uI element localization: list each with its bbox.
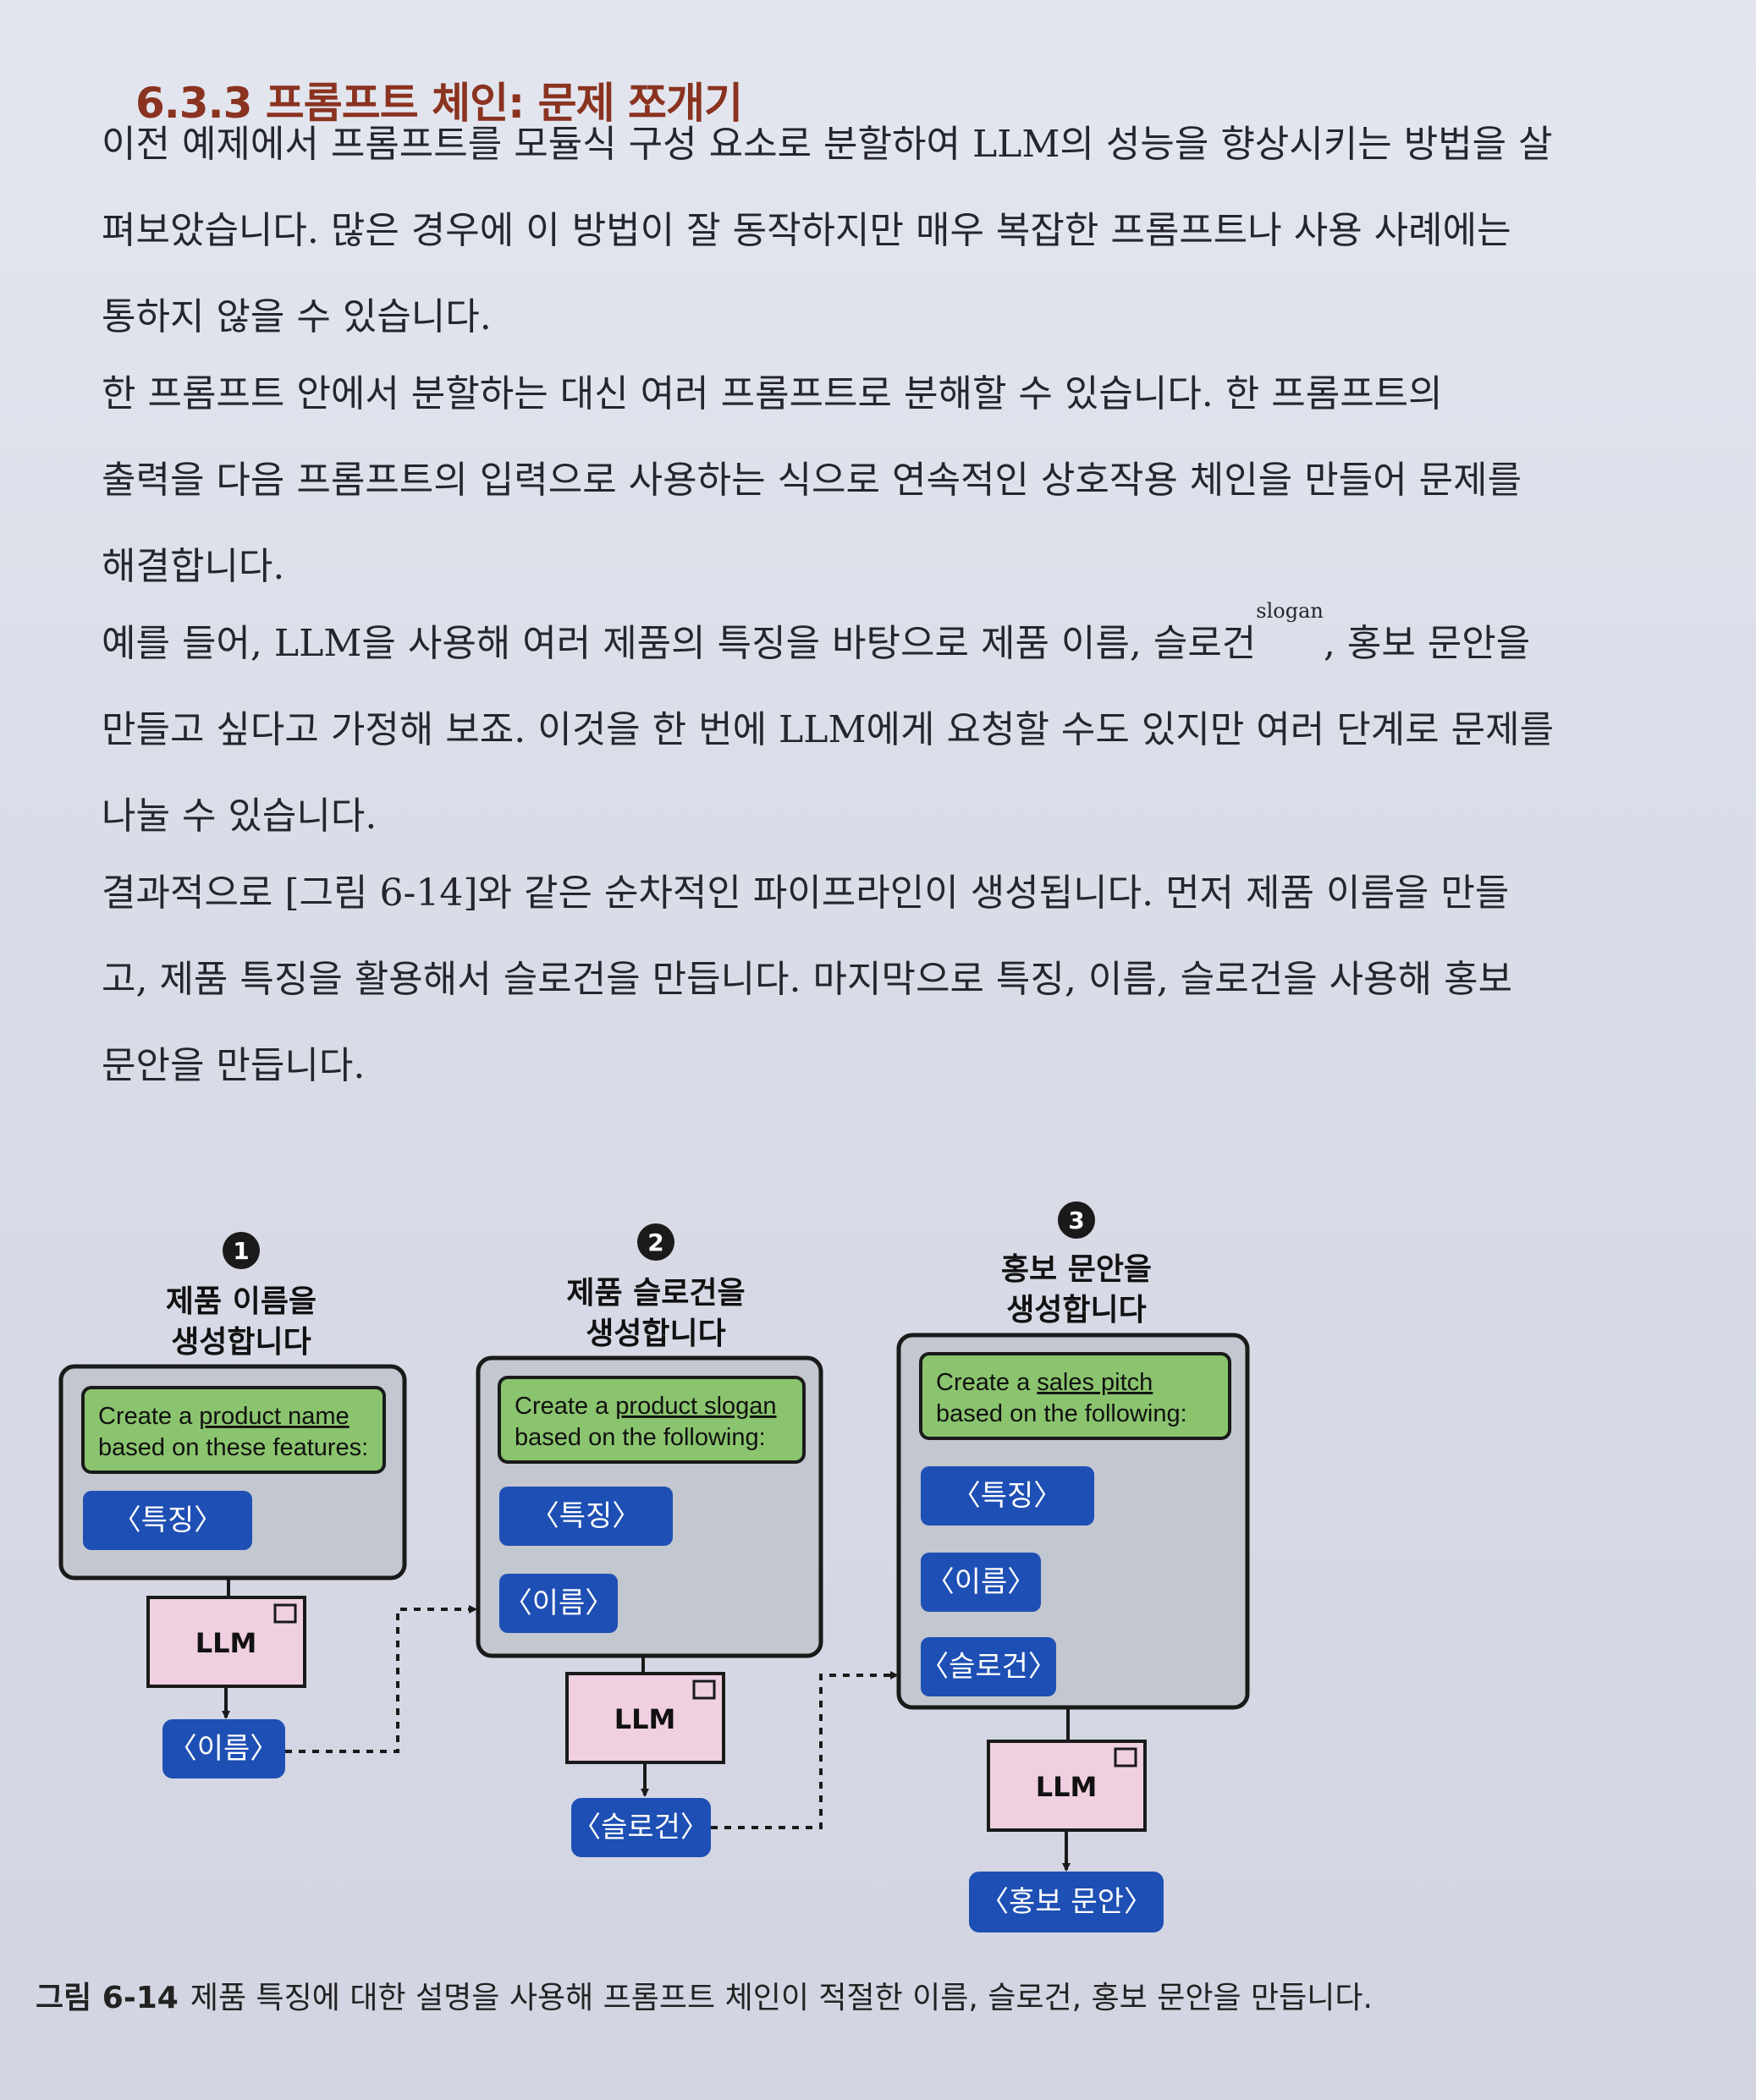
- prompt-prefix: Create a: [515, 1393, 615, 1420]
- chain-arrow-1-to-2: [285, 1605, 477, 1753]
- superscript-term: slogan: [1256, 599, 1324, 623]
- prompt-instruction: [498, 1376, 806, 1464]
- llm-corner-icon: [692, 1679, 716, 1700]
- paragraph-line: 통하지 않을 수 있습니다.: [102, 295, 492, 338]
- llm-label: LLM: [1036, 1771, 1098, 1803]
- prompt-emphasis: product slogan: [615, 1393, 776, 1420]
- step-badge-3: [1058, 1201, 1095, 1239]
- output-chip: [162, 1719, 285, 1778]
- step-number: 2: [647, 1229, 663, 1256]
- output-chip: [571, 1798, 711, 1857]
- input-chip: [499, 1574, 618, 1633]
- paragraph-line: 펴보았습니다. 많은 경우에 이 방법이 잘 동작하지만 매우 복잡한 프롬프트…: [102, 209, 1511, 252]
- prompt-text-line2: based on the following:: [515, 1424, 766, 1451]
- step-1: 1 제품 이름을 생성합니다 Create a product name bas…: [58, 1232, 407, 1778]
- input-chip-label: 〈이름〉: [504, 1586, 614, 1620]
- prompt-text: Create a product name: [98, 1403, 350, 1430]
- section-heading: 6.3.3 프롬프트 체인: 문제 쪼개기: [135, 79, 743, 128]
- step-title: 제품 이름을: [166, 1284, 317, 1319]
- figure-caption-text: 제품 특징에 대한 설명을 사용해 프롬프트 체인이 적절한 이름, 슬로건, …: [190, 1981, 1373, 2015]
- input-chip: [83, 1491, 252, 1550]
- paragraph-line: 이전 예제에서 프롬프트를 모듈식 구성 요소로 분할하여 LLM의 성능을 향…: [102, 123, 1553, 166]
- input-chip: [921, 1466, 1094, 1526]
- paragraph-line: 나눌 수 있습니다.: [102, 794, 377, 838]
- paragraph-2: 한 프롬프트 안에서 분할하는 대신 여러 프롬프트로 분해할 수 있습니다. …: [102, 351, 1718, 610]
- chain-arrow-2-to-3: [711, 1671, 899, 1829]
- paragraph-line: 예를 들어, LLM을 사용해 여러 제품의 특징을 바탕으로 제품 이름, 슬…: [102, 601, 1718, 687]
- step-2: 2 제품 슬로건을 생성합니다 Create a product slogan …: [476, 1223, 823, 1857]
- step-title: 제품 슬로건을: [566, 1276, 745, 1311]
- step-title: 홍보 문안을: [1001, 1252, 1152, 1287]
- llm-label: LLM: [195, 1627, 257, 1659]
- paragraph-text: , 홍보 문안을: [1323, 622, 1531, 665]
- paragraph-line: 문안을 만듭니다.: [102, 1044, 366, 1087]
- step-badge-1: [223, 1232, 260, 1269]
- prompt-chain-diagram: 1 제품 이름을 생성합니다 Create a product name bas…: [58, 1201, 1250, 1932]
- paragraph-line: 출력을 다음 프롬프트의 입력으로 사용하는 식으로 연속적인 상호작용 체인을…: [102, 459, 1522, 502]
- step-number: 3: [1068, 1207, 1084, 1234]
- llm-corner-icon: [1114, 1747, 1137, 1767]
- prompt-text-line2: based on these features:: [98, 1434, 368, 1461]
- paragraph-3: 예를 들어, LLM을 사용해 여러 제품의 특징을 바탕으로 제품 이름, 슬…: [102, 601, 1718, 860]
- step-3: 3 홍보 문안을 생성합니다 Create a sales pitch base…: [896, 1201, 1250, 1932]
- prompt-instruction: [919, 1352, 1231, 1440]
- paragraph-text: 예를 들어, LLM을 사용해 여러 제품의 특징을 바탕으로 제품 이름, 슬…: [102, 622, 1257, 665]
- input-chip: [499, 1487, 673, 1546]
- prompt-emphasis: sales pitch: [1037, 1369, 1153, 1396]
- paragraph-line: 한 프롬프트 안에서 분할하는 대신 여러 프롬프트로 분해할 수 있습니다. …: [102, 372, 1443, 415]
- paragraph-line: 만들고 싶다고 가정해 보죠. 이것을 한 번에 LLM에게 요청할 수도 있지…: [102, 708, 1555, 751]
- paragraph-1: 이전 예제에서 프롬프트를 모듈식 구성 요소로 분할하여 LLM의 성능을 향…: [102, 102, 1718, 360]
- output-chip-label: 〈이름〉: [168, 1732, 279, 1766]
- llm-label: LLM: [614, 1703, 676, 1735]
- step-title: 생성합니다: [171, 1325, 311, 1360]
- output-chip: [969, 1872, 1164, 1932]
- output-chip-label: 〈슬로건〉: [572, 1811, 709, 1844]
- paragraph-line: 고, 제품 특징을 활용해서 슬로건을 만듭니다. 마지막으로 특징, 이름, …: [102, 958, 1513, 1001]
- llm-corner-icon: [273, 1603, 297, 1624]
- prompt-emphasis: product name: [199, 1403, 349, 1430]
- prompt-instruction: [81, 1386, 386, 1474]
- step-title: 생성합니다: [1006, 1293, 1147, 1328]
- input-chip: [921, 1553, 1041, 1612]
- prompt-text-line2: based on the following:: [936, 1400, 1187, 1427]
- input-chip-label: 〈특징〉: [952, 1479, 1063, 1513]
- step-badge-2: [637, 1223, 674, 1261]
- figure-caption: 그림 6-14 제품 특징에 대한 설명을 사용해 프롬프트 체인이 적절한 이름…: [36, 1973, 1373, 2017]
- paragraph-line: 결과적으로 [그림 6-14]와 같은 순차적인 파이프라인이 생성됩니다. 먼…: [102, 871, 1510, 915]
- prompt-prefix: Create a: [98, 1403, 199, 1430]
- paragraph-4: 결과적으로 [그림 6-14]와 같은 순차적인 파이프라인이 생성됩니다. 먼…: [102, 850, 1718, 1109]
- input-chip-label: 〈이름〉: [926, 1565, 1037, 1599]
- figure-label: 그림 6-14: [36, 1981, 179, 2015]
- prompt-text: Create a sales pitch: [936, 1369, 1153, 1396]
- prompt-text: Create a product slogan: [515, 1393, 777, 1420]
- input-chip-label: 〈특징〉: [531, 1499, 641, 1533]
- input-chip: [921, 1637, 1056, 1696]
- prompt-prefix: Create a: [936, 1369, 1037, 1396]
- input-chip-label: 〈슬로건〉: [920, 1650, 1057, 1684]
- output-chip-label: 〈홍보 문안〉: [980, 1885, 1153, 1919]
- step-title: 생성합니다: [586, 1317, 726, 1351]
- input-chip-label: 〈특징〉: [113, 1504, 223, 1537]
- paragraph-line: 해결합니다.: [102, 545, 285, 588]
- step-number: 1: [233, 1237, 249, 1265]
